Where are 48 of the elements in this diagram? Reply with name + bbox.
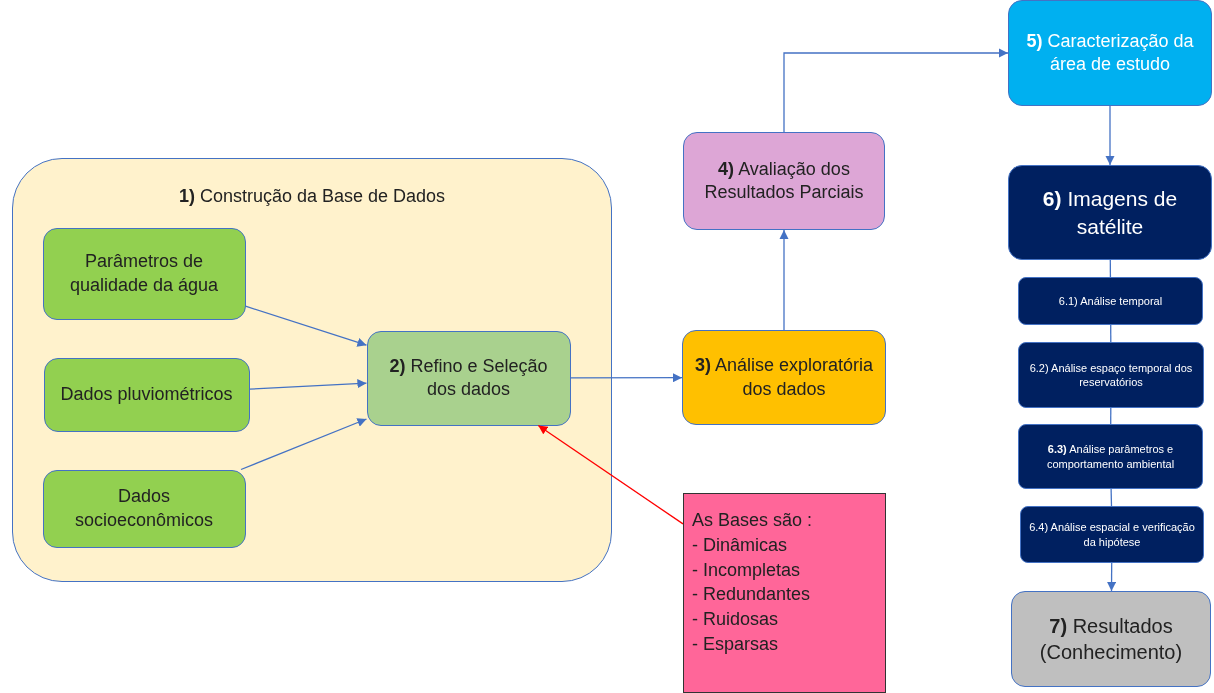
connector-line <box>1109 259 1112 278</box>
box-label: 2) Refino e Seleção dos dados <box>388 354 549 401</box>
arrow <box>569 373 683 383</box>
sub-step-box <box>1018 424 1203 489</box>
process-box <box>1008 165 1212 260</box>
process-box <box>682 330 886 425</box>
result-box <box>1011 591 1211 687</box>
list-item: - Redundantes <box>692 583 811 607</box>
box-label: 6.1) Análise temporal <box>1058 293 1163 309</box>
process-box <box>43 357 250 432</box>
arrow <box>537 424 684 525</box>
process-box <box>366 330 571 426</box>
arrow <box>779 229 789 331</box>
arrow <box>244 305 368 347</box>
group-panel <box>12 158 612 582</box>
arrow <box>1105 105 1115 166</box>
process-box <box>1008 0 1212 106</box>
list-item: - Esparsas <box>692 633 779 657</box>
box-label: 4) Avaliação dos Resultados Parciais <box>703 157 865 204</box>
note-heading: As Bases são : <box>692 509 813 532</box>
process-box <box>42 469 246 548</box>
arrow <box>248 379 368 390</box>
box-label: Dados socioeconômicos <box>73 485 215 532</box>
list-item: - Dinâmicas <box>692 533 788 557</box>
box-label: 6) Imagens de satélite <box>1041 186 1179 240</box>
connector-line <box>1110 407 1112 425</box>
sub-step-box <box>1018 342 1204 408</box>
note-box <box>683 493 886 693</box>
box-label: 6.3) Análise parâmetros e comportamento ambiental <box>1045 442 1176 471</box>
arrow <box>240 418 368 471</box>
box-label: 6.2) Análise espaço temporal dos reservatórios <box>1028 360 1194 390</box>
box-label: 6.4) Análise espacial e verificação da hipótese <box>1028 520 1196 549</box>
connector-line <box>1110 488 1113 507</box>
process-box <box>42 227 246 320</box>
sub-step-box <box>1020 506 1204 563</box>
sub-step-box <box>1018 277 1203 325</box>
box-label: Parâmetros de qualidade da água <box>68 250 220 297</box>
box-label: 5) Caracterização da área de estudo <box>1025 29 1195 76</box>
box-label: 7) Resultados (Conhecimento) <box>1038 614 1184 665</box>
arrow <box>783 48 1009 133</box>
list-item: - Incompletas <box>692 558 801 582</box>
box-label: Dados pluviométricos <box>60 382 233 406</box>
box-label: 3) Análise exploratória dos dados <box>693 354 875 401</box>
list-item: - Ruidosas <box>692 608 779 632</box>
connector-line <box>1110 324 1112 343</box>
group-title: 1) Construção da Base de Dados <box>178 185 446 208</box>
process-box <box>683 132 885 230</box>
arrow <box>1107 562 1117 592</box>
